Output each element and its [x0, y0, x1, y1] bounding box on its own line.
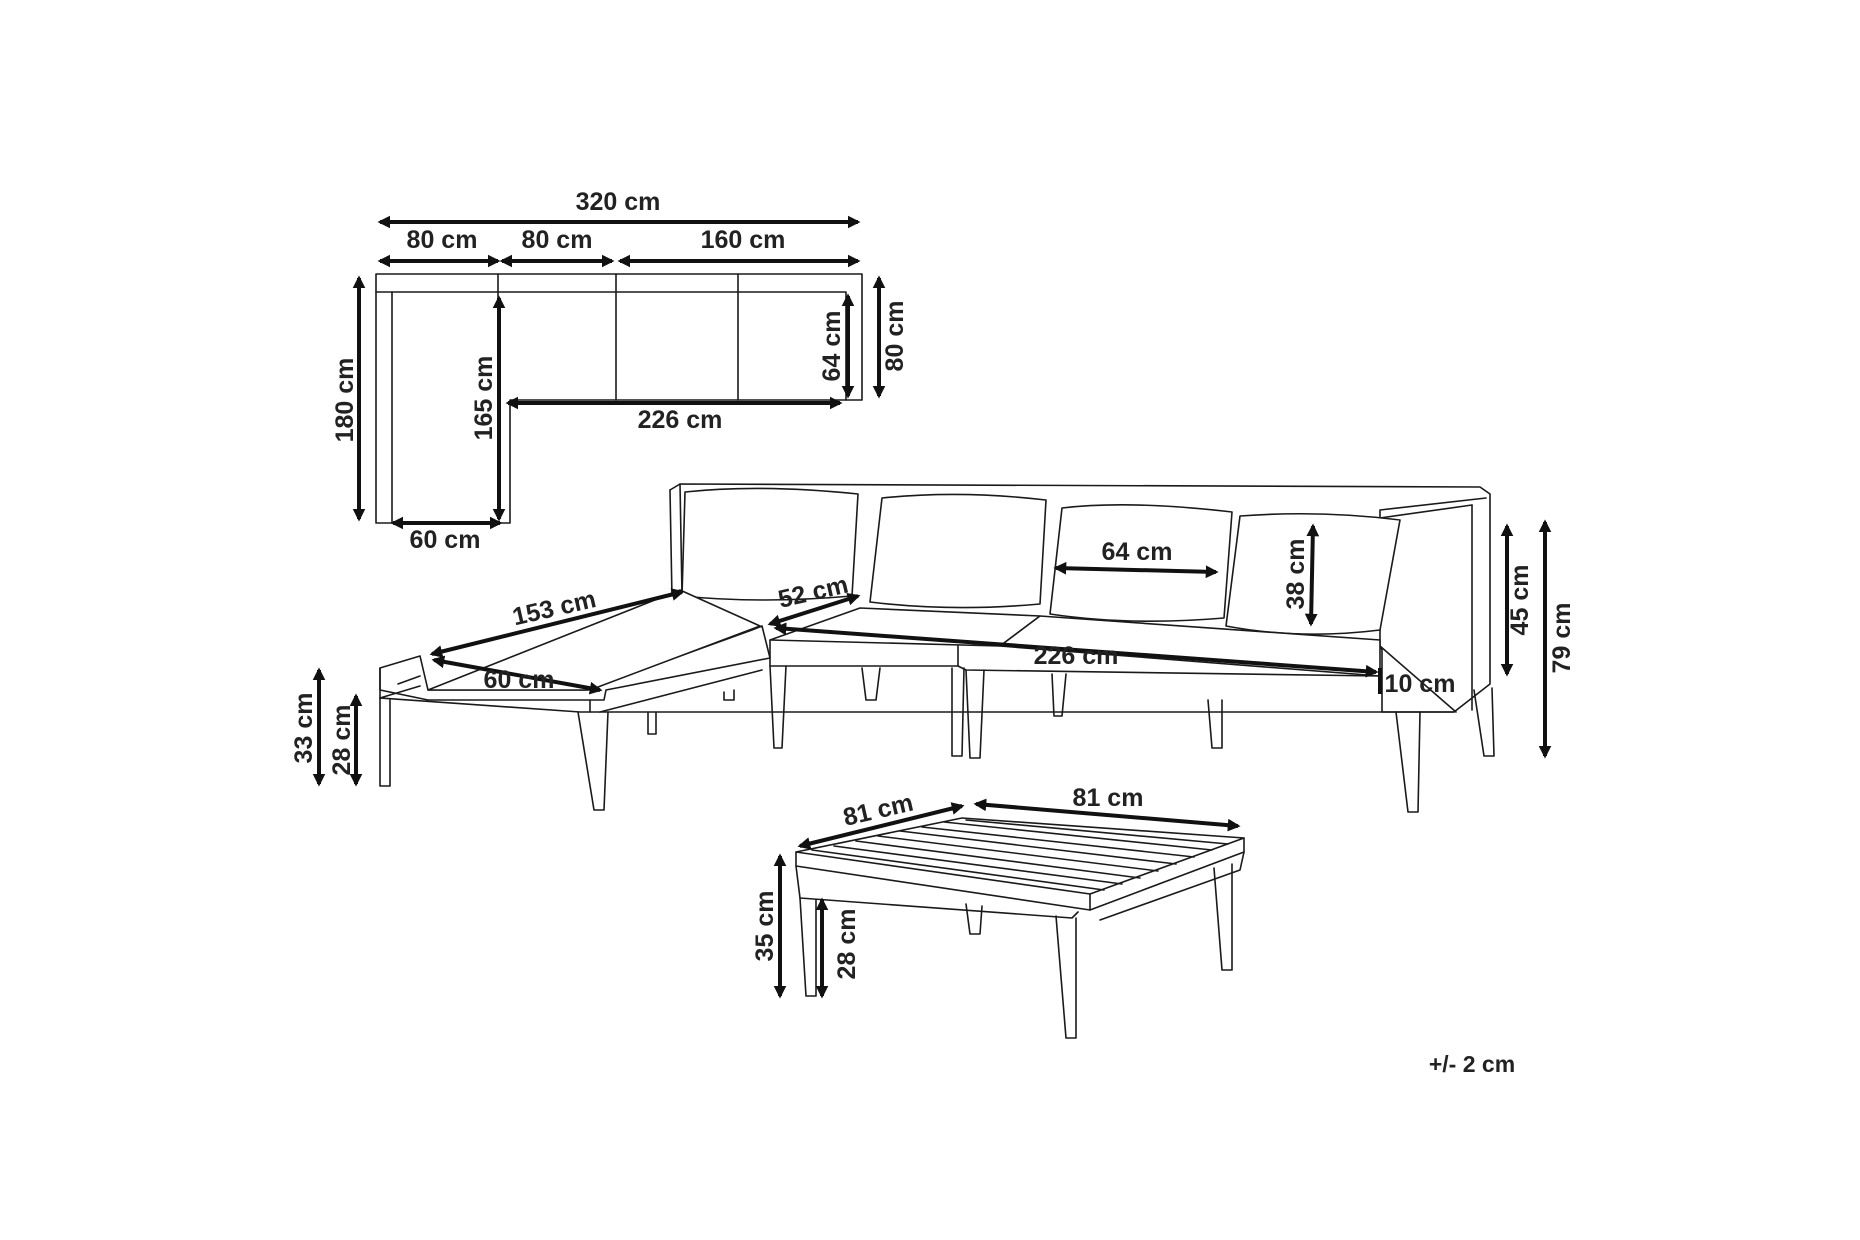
label-table-height: 35 cm — [751, 891, 779, 962]
leg-1 — [379, 697, 391, 787]
leg-9 — [1051, 673, 1067, 717]
label-seat-length-top: 226 cm — [638, 406, 723, 434]
label-cushion-width: 64 cm — [1102, 538, 1173, 566]
label-leg-inner: 28 cm — [328, 705, 356, 776]
dim-line-64-cushion — [1053, 561, 1219, 579]
table-leg-3 — [965, 903, 983, 935]
dim-line-226-seat — [773, 622, 1379, 678]
label-table-width: 81 cm — [1073, 784, 1144, 812]
leg-11 — [1395, 711, 1421, 813]
seat-cushion-1 — [769, 607, 1041, 647]
label-chaise-width: 60 cm — [484, 666, 555, 694]
label-seat-depth: 64 cm — [818, 311, 846, 382]
back-cushion-2 — [869, 493, 1047, 609]
dim-line-60-seat — [431, 655, 603, 695]
leg-7 — [951, 667, 965, 757]
label-seat-length: 226 cm — [1034, 642, 1119, 670]
table-leg-4 — [1213, 863, 1233, 971]
coffee-table: 81 cm 81 cm 35 cm 28 cm — [751, 784, 1245, 1039]
label-chaise-width-top: 60 cm — [410, 526, 481, 554]
label-inner-depth: 165 cm — [470, 356, 498, 441]
leg-5 — [769, 665, 787, 749]
label-leg-outer: 33 cm — [290, 693, 318, 764]
leg-6 — [861, 667, 881, 701]
label-seg-1: 80 cm — [407, 226, 478, 254]
dim-line-38 — [1304, 523, 1320, 627]
leg-3 — [647, 711, 657, 735]
label-total-height: 79 cm — [1548, 603, 1576, 674]
sofa-perspective: 153 cm 60 cm 52 cm 64 cm 38 cm 226 cm 10… — [290, 483, 1576, 813]
table-leg-1 — [799, 897, 817, 997]
label-seat-height: 45 cm — [1506, 565, 1534, 636]
leg-4 — [723, 689, 735, 701]
label-total-depth: 180 cm — [331, 358, 359, 443]
label-arm-width: 10 cm — [1385, 670, 1456, 698]
tolerance-note: +/- 2 cm — [1429, 1051, 1515, 1077]
dim-line-81-depth — [797, 802, 965, 850]
dim-line-81-width — [973, 798, 1241, 832]
leg-12 — [1473, 687, 1495, 757]
dim-line-52 — [767, 593, 861, 627]
label-cushion-height: 38 cm — [1282, 539, 1310, 610]
dim-line-153 — [429, 588, 685, 658]
label-seg-2: 80 cm — [522, 226, 593, 254]
leg-2 — [577, 711, 609, 811]
leg-10 — [1207, 699, 1223, 749]
chaise-seat-cushion — [379, 625, 771, 701]
label-table-leg-height: 28 cm — [833, 909, 861, 980]
label-seg-3: 160 cm — [701, 226, 786, 254]
table-leg-2 — [1055, 915, 1077, 1039]
label-back-depth: 80 cm — [881, 301, 909, 372]
label-total-width: 320 cm — [576, 188, 661, 216]
leg-8 — [965, 669, 985, 759]
top-view-plan: 320 cm 80 cm 80 cm 160 cm 180 cm 165 cm … — [331, 188, 909, 554]
